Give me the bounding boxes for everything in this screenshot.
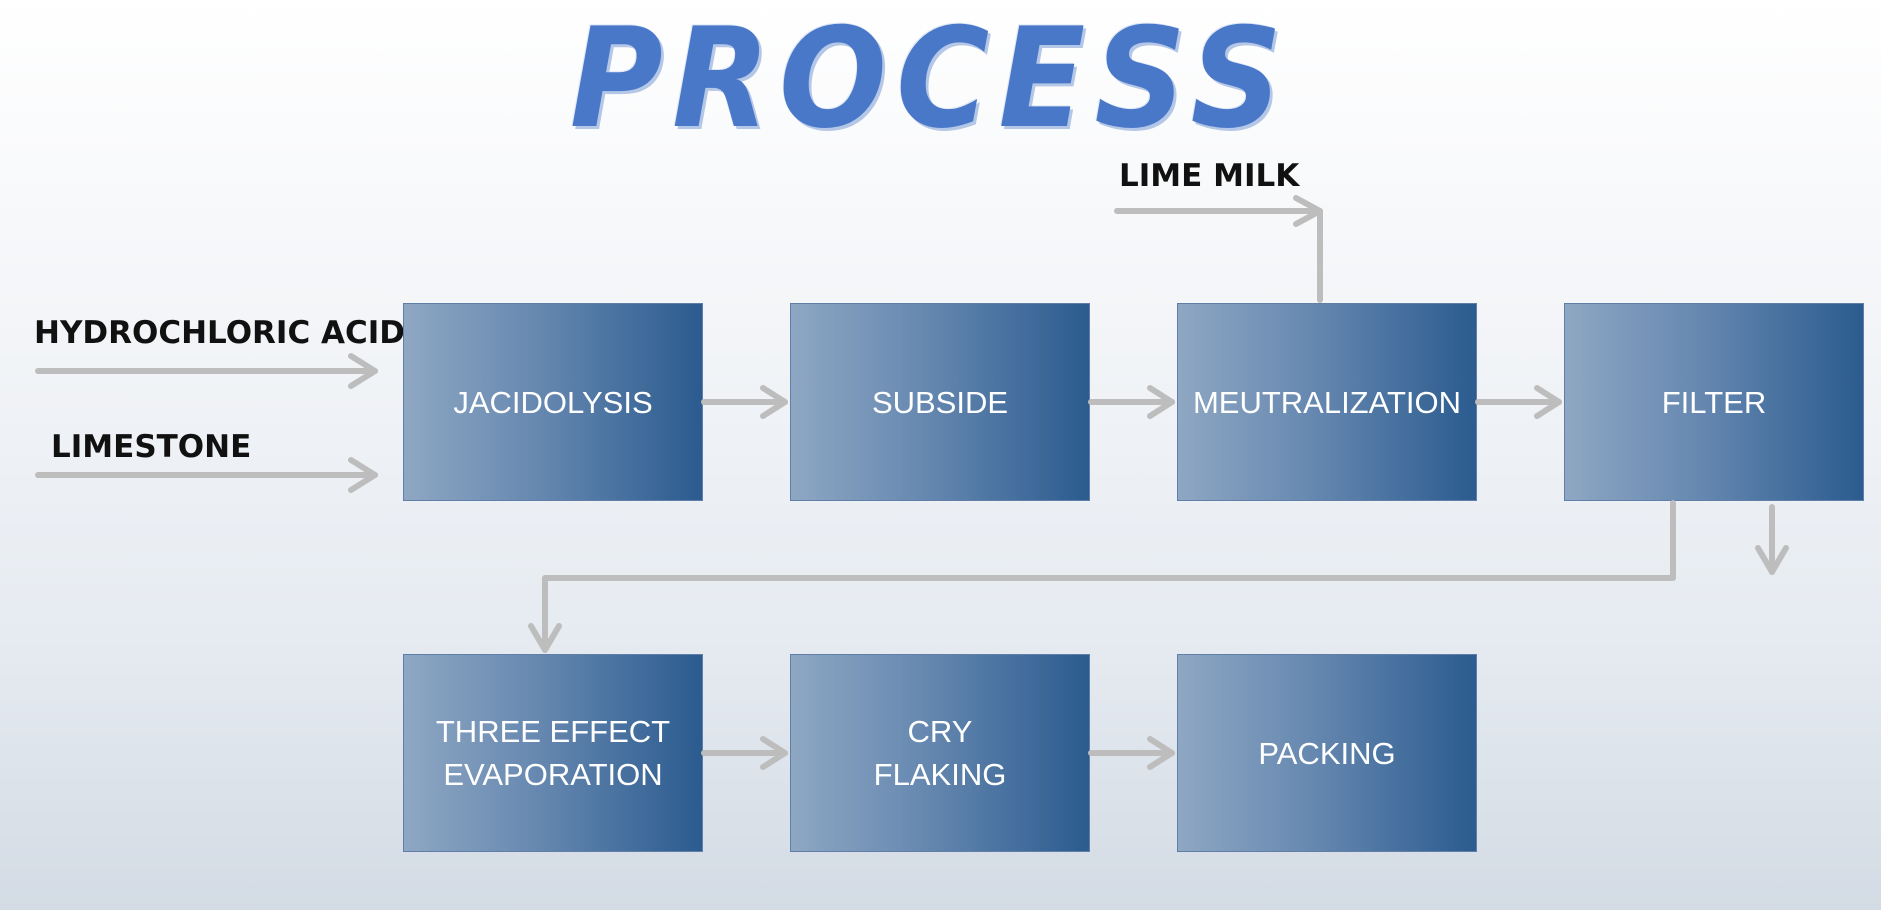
arrow-filter-waste bbox=[1755, 504, 1789, 575]
input-label-lime-milk: LIME MILK bbox=[1119, 158, 1300, 194]
arrow-neutralization-to-filter bbox=[1475, 385, 1562, 419]
arrow-acidolysis-to-subside bbox=[701, 385, 788, 419]
step-box-filter: FILTER bbox=[1564, 303, 1864, 501]
step-box-cry-flaking: CRY FLAKING bbox=[790, 654, 1090, 852]
step-box-neutralization: MEUTRALIZATION bbox=[1177, 303, 1477, 501]
step-label-acidolysis: JACIDOLYSIS bbox=[453, 384, 653, 420]
step-box-packing: PACKING bbox=[1177, 654, 1477, 852]
step-label-filter: FILTER bbox=[1661, 384, 1767, 420]
step-box-evaporation: THREE EFFECT EVAPORATION bbox=[403, 654, 703, 852]
arrow-hydrochloric-acid bbox=[35, 353, 378, 389]
step-label-subside: SUBSIDE bbox=[871, 384, 1009, 420]
arrow-subside-to-neutralization bbox=[1088, 385, 1175, 419]
arrow-evaporation-to-cry-flaking bbox=[701, 736, 788, 770]
step-label-cry-line1: CRY bbox=[907, 714, 973, 749]
input-label-hydrochloric-acid: HYDROCHLORIC ACID bbox=[34, 315, 406, 351]
step-label-packing: PACKING bbox=[1258, 735, 1396, 771]
arrow-lime-milk bbox=[1114, 195, 1323, 303]
arrow-cry-flaking-to-packing bbox=[1088, 736, 1175, 770]
arrow-filter-to-evaporation bbox=[528, 500, 1676, 653]
step-label-evaporation-line2: EVAPORATION bbox=[443, 757, 663, 792]
step-label-cry-line2: FLAKING bbox=[873, 757, 1007, 792]
step-box-acidolysis: JACIDOLYSIS bbox=[403, 303, 703, 501]
diagram-title: PROCESS bbox=[569, 0, 1292, 159]
arrow-limestone bbox=[35, 457, 378, 493]
input-label-limestone: LIMESTONE bbox=[51, 429, 252, 465]
step-label-neutralization: MEUTRALIZATION bbox=[1192, 384, 1462, 420]
step-label-evaporation-line1: THREE EFFECT bbox=[435, 714, 671, 749]
